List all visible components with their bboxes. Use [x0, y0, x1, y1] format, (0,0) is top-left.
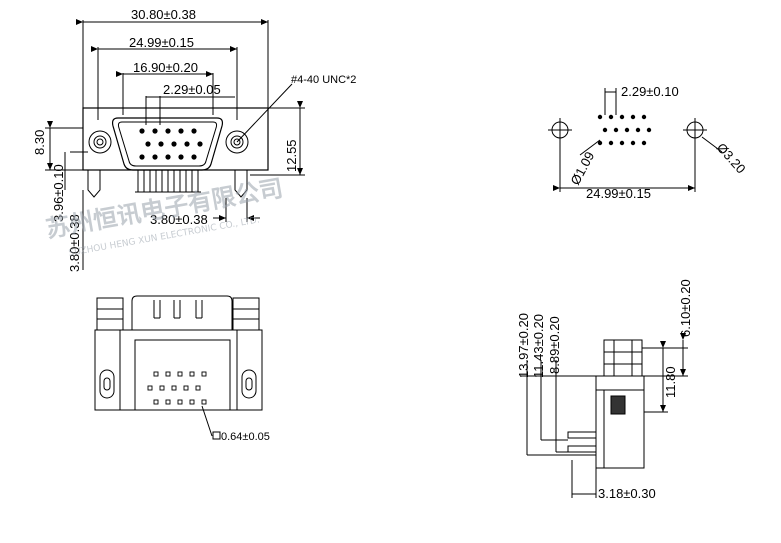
dim-mount-hole-spacing: 24.99±0.15	[129, 35, 194, 50]
dim-overall-width: 30.80±0.38	[131, 7, 196, 22]
dim-row3: 8.89±0.20	[547, 316, 562, 374]
dim-hole-spacing: 24.99±0.15	[586, 186, 651, 201]
bottom-view	[94, 295, 263, 440]
dim-pin-pitch: 2.29±0.05	[163, 82, 221, 97]
dim-flange-height: 8.30	[32, 130, 47, 155]
dim-row1: 13.97±0.20	[516, 313, 531, 378]
bottom-view-pins	[147, 371, 207, 405]
front-view-labels: 30.80±0.38 24.99±0.15 16.90±0.20 2.29±0.…	[32, 7, 356, 272]
dim-top-offset: 6.10±0.20	[678, 279, 693, 337]
dim-shell-width: 16.90±0.20	[133, 60, 198, 75]
side-view-labels: 13.97±0.20 11.43±0.20 8.89±0.20 6.10±0.2…	[516, 279, 693, 501]
dim-thread-note: #4-40 UNC*2	[291, 74, 356, 86]
footprint-view	[548, 88, 723, 192]
side-view	[520, 333, 688, 498]
company-watermark: 苏州恒讯电子有限公司 SUZHOU HENG XUN ELECTRONIC CO…	[44, 174, 285, 259]
footprint-labels: 2.29±0.10 Ø1.09 Ø3.20 24.99±0.15	[567, 84, 748, 201]
front-view	[45, 19, 305, 270]
dim-tail-length: 3.18±0.30	[598, 486, 656, 501]
dim-tail-offset: 3.96±0.10	[51, 164, 66, 222]
dim-mount-hole-dia: Ø3.20	[714, 140, 749, 176]
front-view-pins	[139, 128, 203, 160]
dim-body-height: 11.80	[663, 366, 678, 398]
dim-row-pitch: 2.29±0.10	[621, 84, 679, 99]
dim-board-lock-offset: 3.80±0.38	[67, 214, 82, 272]
footprint-holes	[597, 114, 652, 146]
dim-board-lock-width: 3.80±0.38	[150, 212, 208, 227]
dim-total-height: 12.55	[284, 139, 299, 172]
dim-pin-hole-dia: Ø1.09	[567, 149, 597, 187]
dim-pin-size: 0.64±0.05	[221, 431, 270, 443]
dim-row2: 11.43±0.20	[531, 314, 546, 378]
